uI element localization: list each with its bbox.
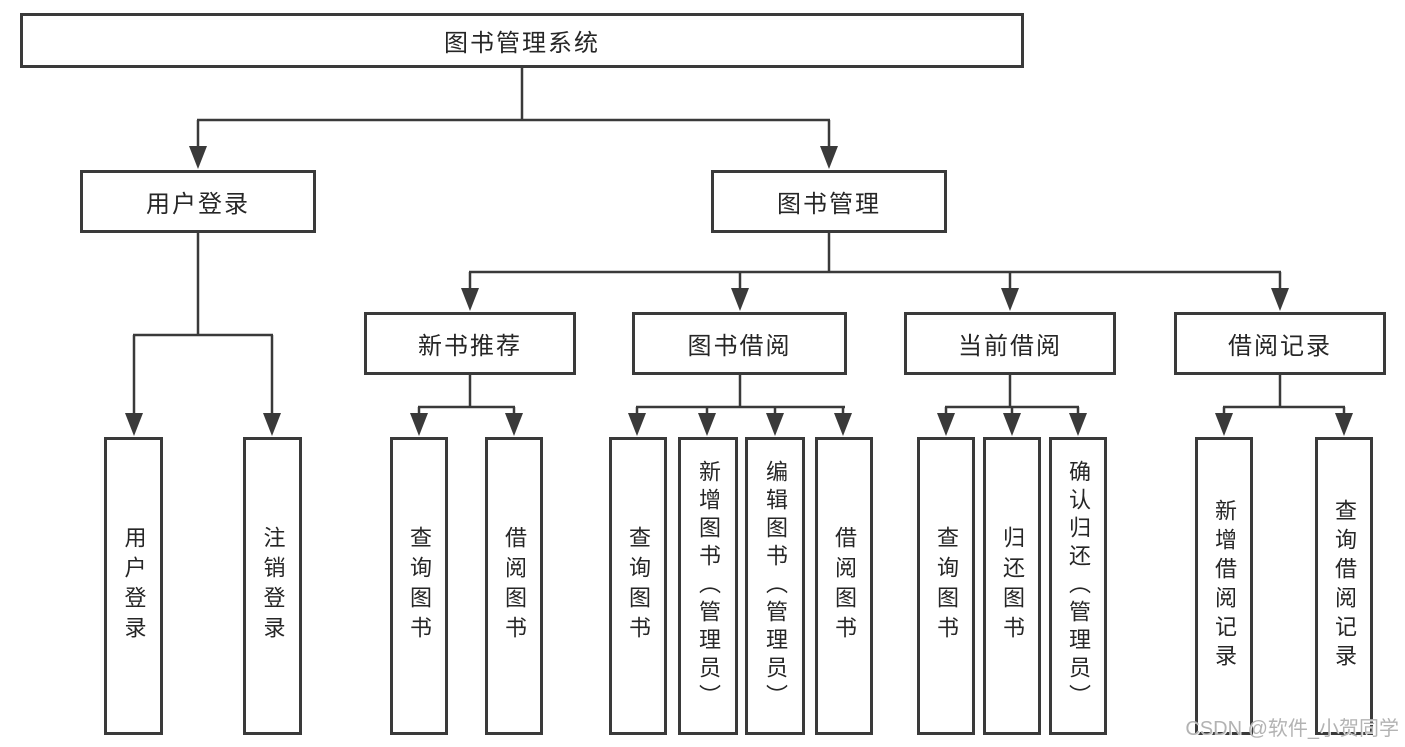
leaf-records-add-record: 新增借阅记录 <box>1195 437 1253 735</box>
leaf-logout: 注销登录 <box>243 437 302 735</box>
leaf-current-return-books: 归还图书 <box>983 437 1041 735</box>
leaf-current-query-books: 查询图书 <box>917 437 975 735</box>
leaf-borrow-borrow-books: 借阅图书 <box>815 437 873 735</box>
node-root-system: 图书管理系统 <box>20 13 1024 68</box>
node-borrowing-records: 借阅记录 <box>1174 312 1386 375</box>
leaf-records-query-record: 查询借阅记录 <box>1315 437 1373 735</box>
connector-records-to-leaves <box>1215 375 1353 436</box>
connector-bookborrow-to-leaves <box>628 374 852 436</box>
node-user-login: 用户登录 <box>80 170 316 233</box>
leaf-current-confirm-return-admin: 确认归还（管理员） <box>1049 437 1107 735</box>
leaf-newbook-query-books: 查询图书 <box>390 437 448 735</box>
leaf-borrow-add-books-admin: 新增图书（管理员） <box>678 437 738 735</box>
node-book-borrowing: 图书借阅 <box>632 312 847 375</box>
connector-root-to-level2 <box>189 68 838 169</box>
connector-newbook-to-leaves <box>410 375 523 436</box>
node-current-borrowing: 当前借阅 <box>904 312 1116 375</box>
leaf-borrow-query-books: 查询图书 <box>609 437 667 735</box>
leaf-newbook-borrow-books: 借阅图书 <box>485 437 543 735</box>
connector-userlogin-to-leaves <box>125 233 281 436</box>
watermark: CSDN @软件_小贺同学 <box>1185 718 1399 740</box>
connector-bookmgmt-to-level3 <box>461 233 1289 311</box>
leaf-user-login: 用户登录 <box>104 437 163 735</box>
leaf-borrow-edit-books-admin: 编辑图书（管理员） <box>745 437 805 735</box>
node-new-book-recommendation: 新书推荐 <box>364 312 576 375</box>
connector-currentborrow-to-leaves <box>937 375 1087 436</box>
node-book-management: 图书管理 <box>711 170 947 233</box>
